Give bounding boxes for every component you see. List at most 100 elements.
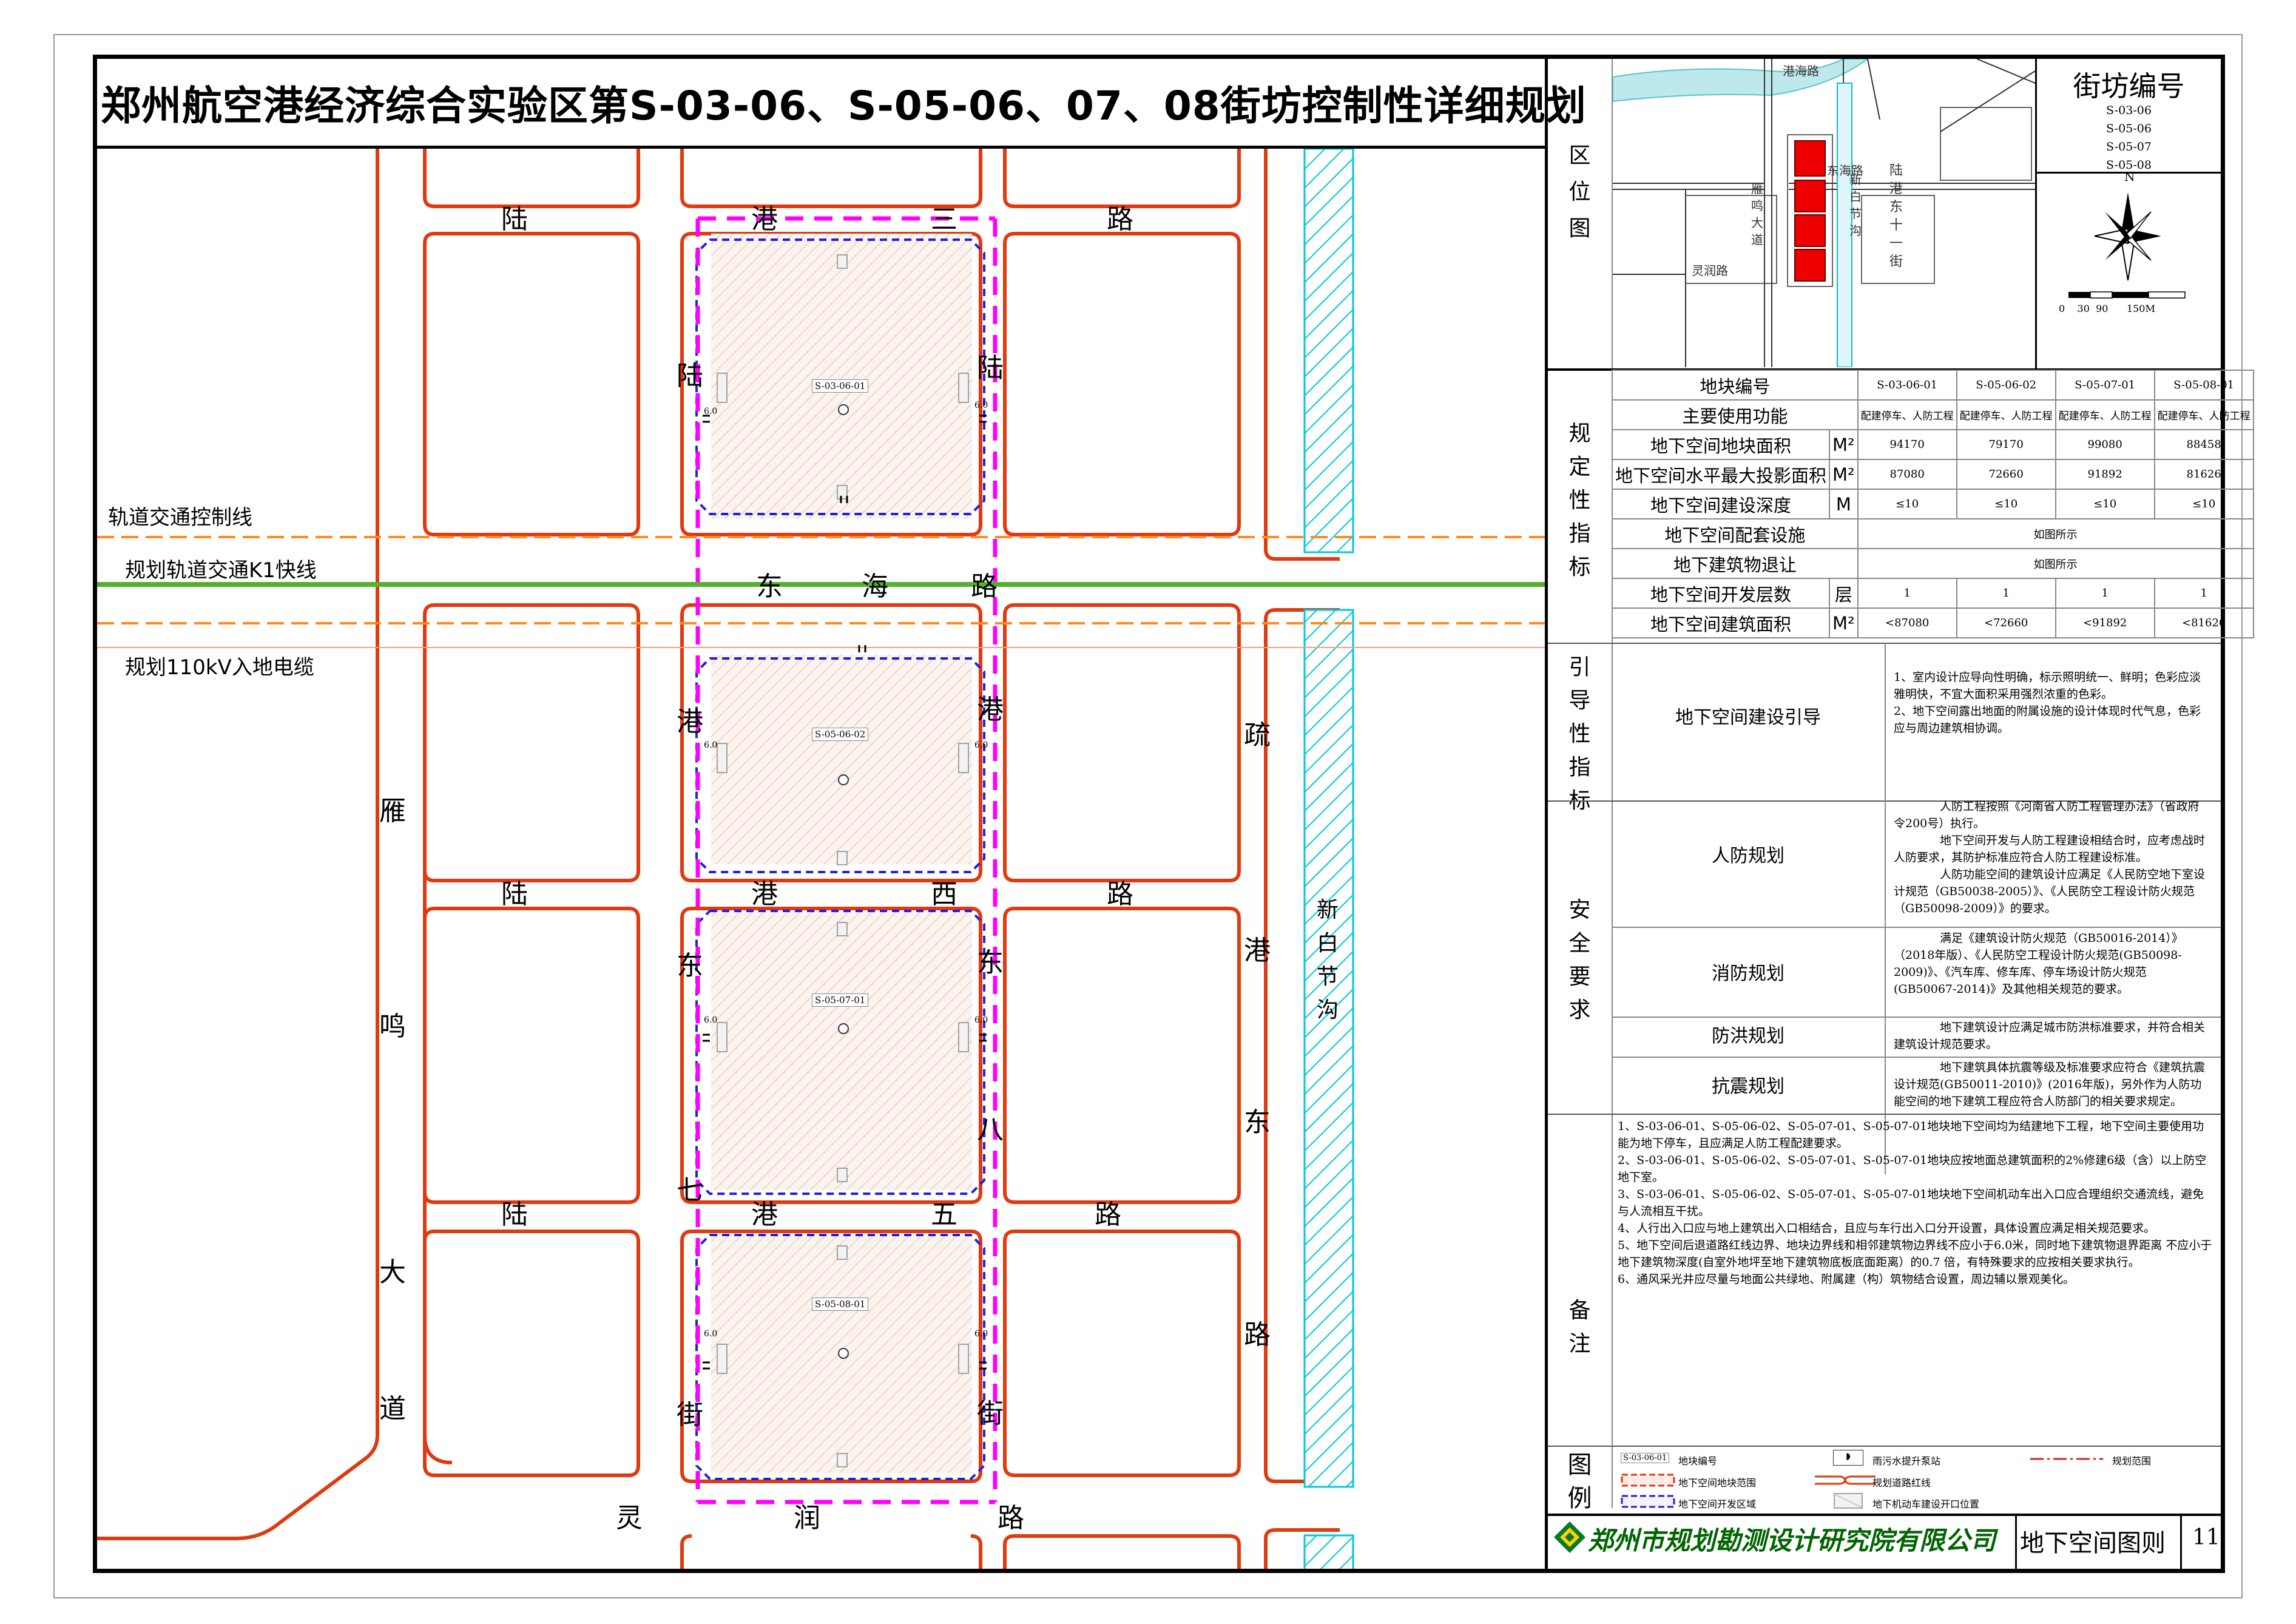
road-label: 路 (971, 571, 998, 602)
setback-mark: 6.0 (974, 740, 988, 750)
opening-ticks (703, 414, 987, 1370)
north-arrow-icon (2094, 192, 2161, 281)
canal-label: 新 (1317, 898, 1339, 922)
cable-label: 规划110kV入地电缆 (125, 655, 314, 680)
entrance-legend-icon (1834, 1493, 1863, 1509)
legend-item: 地下机动车建设开口位置 (1872, 1498, 1980, 1510)
legend-plot-symbol: S-03-06-01 (1621, 1453, 1670, 1463)
sheet-border (53, 34, 2243, 1599)
row-label: 地下空间水平最大投影面积 (1611, 459, 1831, 490)
road-label: 港 (1244, 935, 1271, 966)
minimap-street: 新白节沟 (1849, 172, 1862, 238)
canal-label: 沟 (1317, 998, 1339, 1023)
row-label: 地下空间开发层数 (1611, 578, 1831, 609)
road-label: 街 (977, 1398, 1004, 1429)
section-title-location: 区位图 (1568, 143, 1591, 241)
section-title-regulation: 规定性指标 (1568, 421, 1591, 580)
row-label: 主要使用功能 (1612, 399, 1859, 430)
road-label: 东 (1244, 1107, 1271, 1138)
road-label: 疏 (1244, 720, 1271, 751)
road-label: 鸣 (379, 1011, 406, 1042)
road-label: 街 (677, 1399, 703, 1430)
header-cell: S-05-07-01 (2055, 370, 2155, 401)
safety-text: 地下建筑设计应满足城市防洪标准要求，并符合相关建筑设计规范要求。 (1894, 1021, 2206, 1051)
road-label: 路 (1107, 204, 1133, 235)
road-edge-lines (97, 149, 1340, 1569)
minimap-street: 港海路 (1783, 64, 1819, 78)
header-cell: S-05-08-01 (2153, 370, 2254, 401)
road-label: 陆 (501, 879, 528, 910)
scale-labels: 0 30 90 150M (2059, 303, 2155, 314)
minimap-street: 陆港东十一街 (1889, 163, 1903, 269)
road-label: 五 (931, 1199, 957, 1230)
legend-item: 地下空间地块范围 (1678, 1477, 1757, 1489)
road-label: 雁 (379, 796, 406, 827)
blue-box-legend-icon (1621, 1495, 1675, 1508)
block-code-list: S-03-06 S-05-06 S-05-07 S-05-08 (2106, 104, 2152, 172)
setback-mark: 6.0 (974, 1015, 988, 1025)
road-label: 路 (1095, 1199, 1121, 1230)
plan-range-legend-icon (2030, 1458, 2103, 1460)
safety-text: 人防工程按照《河南省人防工程管理办法》（省政府令200号）执行。 地下空间开发与… (1894, 800, 2206, 915)
safety-text: 地下建筑具体抗震等级及标准要求应符合《建筑抗震设计规范(GB50011-2010… (1894, 1061, 2206, 1108)
road-label: 港 (977, 694, 1004, 725)
canal-label: 节 (1317, 964, 1339, 989)
plan-range-boundary (695, 216, 998, 1504)
road-label: 路 (1107, 879, 1133, 910)
setback-mark: 6.0 (704, 1329, 718, 1339)
scale-bar (2068, 291, 2186, 299)
drawing-frame (93, 55, 2225, 1573)
road-label: 路 (998, 1503, 1024, 1534)
guidance-label: 地下空间建设引导 (1675, 707, 1821, 728)
canal-label: 白 (1317, 931, 1339, 956)
drawing-name: 地下空间图则 (2020, 1529, 2166, 1557)
institute-logo-icon (1554, 1521, 1585, 1553)
pump-legend-icon: ◗ (1833, 1450, 1863, 1466)
k1-rail-label: 规划轨道交通K1快线 (125, 558, 317, 583)
road-label: 港 (751, 1199, 778, 1230)
setback-mark: 6.0 (704, 407, 718, 416)
road-label: 港 (751, 204, 778, 235)
red-box-legend-icon (1621, 1473, 1675, 1487)
minimap-street: 灵润路 (1692, 263, 1728, 278)
page-title: 郑州航空港经济综合实验区第S-03-06、S-05-06、07、08街坊控制性详… (101, 82, 1587, 129)
road-label: 东 (977, 947, 1004, 978)
notes-text: 1、S-03-06-01、S-05-06-02、S-05-07-01、S-05-… (1618, 1120, 2212, 1286)
row-label: 地下空间建筑面积 (1611, 607, 1831, 638)
row-label: 地下空间配套设施 (1612, 518, 1859, 549)
safety-label: 防洪规划 (1712, 1026, 1784, 1047)
pump-station-icons (838, 404, 849, 1359)
header-cell: S-03-06-01 (1857, 370, 1957, 401)
road-label: 三 (931, 204, 957, 235)
row-label: 地下空间地块面积 (1611, 429, 1831, 460)
safety-text: 满足《建筑设计防火规范（GB50016-2014）》（2018年版）、《人民防空… (1894, 932, 2183, 996)
legend-item: 规划道路红线 (1872, 1477, 1931, 1489)
setback-mark: 6.0 (974, 401, 988, 410)
plot-label: S-03-06-01 (812, 379, 869, 393)
road-label: 八 (977, 1114, 1004, 1145)
setback-mark: 6.0 (974, 1329, 988, 1339)
section-title-legend: 图例 (1567, 1451, 1592, 1512)
section-title-safety: 安全要求 (1568, 898, 1591, 1023)
section-title-notes: 备注 (1568, 1298, 1591, 1356)
road-label: 道 (379, 1393, 406, 1424)
legend-item: 地块编号 (1678, 1455, 1718, 1467)
plot-label: S-05-08-01 (812, 1298, 869, 1311)
road-label: 陆 (977, 353, 1004, 384)
section-title-guidance: 引导性指标 (1568, 655, 1591, 813)
header-cell: 地块编号 (1612, 370, 1859, 401)
road-label: 西 (931, 879, 957, 910)
road-label: 润 (794, 1503, 820, 1534)
map-area: S-03-06-01 S-05-06-02 S-05-07-01 S-05-08… (97, 149, 1545, 1569)
info-panel: 区位图 港海路 东海路 灵润路 雁鸣大道 (1545, 59, 2254, 1571)
header-cell: S-05-06-02 (1956, 370, 2056, 401)
road-label: 陆 (677, 360, 703, 391)
canal (1303, 149, 1354, 1569)
row-label: 地下空间建设深度 (1611, 489, 1831, 519)
institute-name: 郑州市规划勘测设计研究院有限公司 (1588, 1526, 1996, 1555)
legend-item: 规划范围 (2112, 1455, 2152, 1467)
block-code-title: 街坊编号 (2073, 70, 2185, 103)
rail-control-label: 轨道交通控制线 (108, 506, 252, 530)
road-label: 七 (677, 1175, 703, 1206)
title-bar: 郑州航空港经济综合实验区第S-03-06、S-05-06、07、08街坊控制性详… (97, 59, 1586, 149)
